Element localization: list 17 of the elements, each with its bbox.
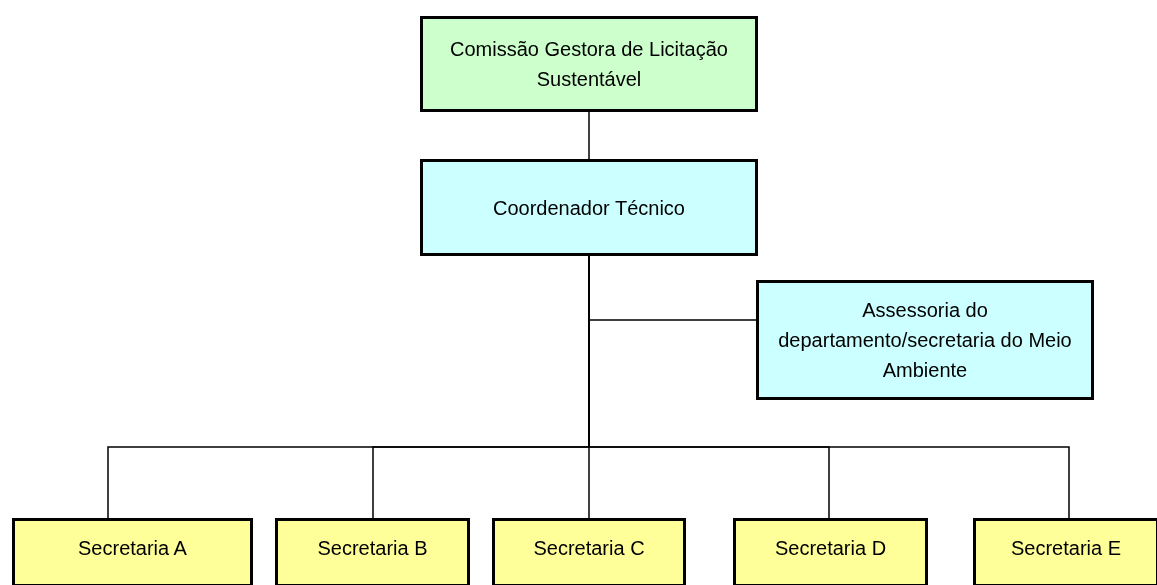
org-box: [12, 518, 253, 585]
box-text: Secretaria E: [1010, 536, 1122, 561]
org-box: [492, 518, 686, 585]
box-text: Coordenador Técnico: [493, 195, 685, 221]
box-text: Comissão Gestora de Licitação Sustentável: [449, 37, 729, 92]
org-box: [275, 518, 470, 585]
org-box: [420, 16, 758, 112]
box-text: Secretaria A: [78, 536, 187, 561]
box-text: Secretaria D: [774, 536, 887, 561]
org-box: [420, 159, 758, 256]
org-box: [973, 518, 1157, 585]
box-text: Secretaria B: [317, 536, 428, 561]
connector-line: [588, 111, 590, 160]
box-text: Assessoria do departamento/secretaria do Meio Ambiente: [777, 298, 1073, 383]
box-text: Secretaria C: [533, 536, 645, 561]
org-box: [733, 518, 928, 585]
org-box: [756, 280, 1094, 400]
